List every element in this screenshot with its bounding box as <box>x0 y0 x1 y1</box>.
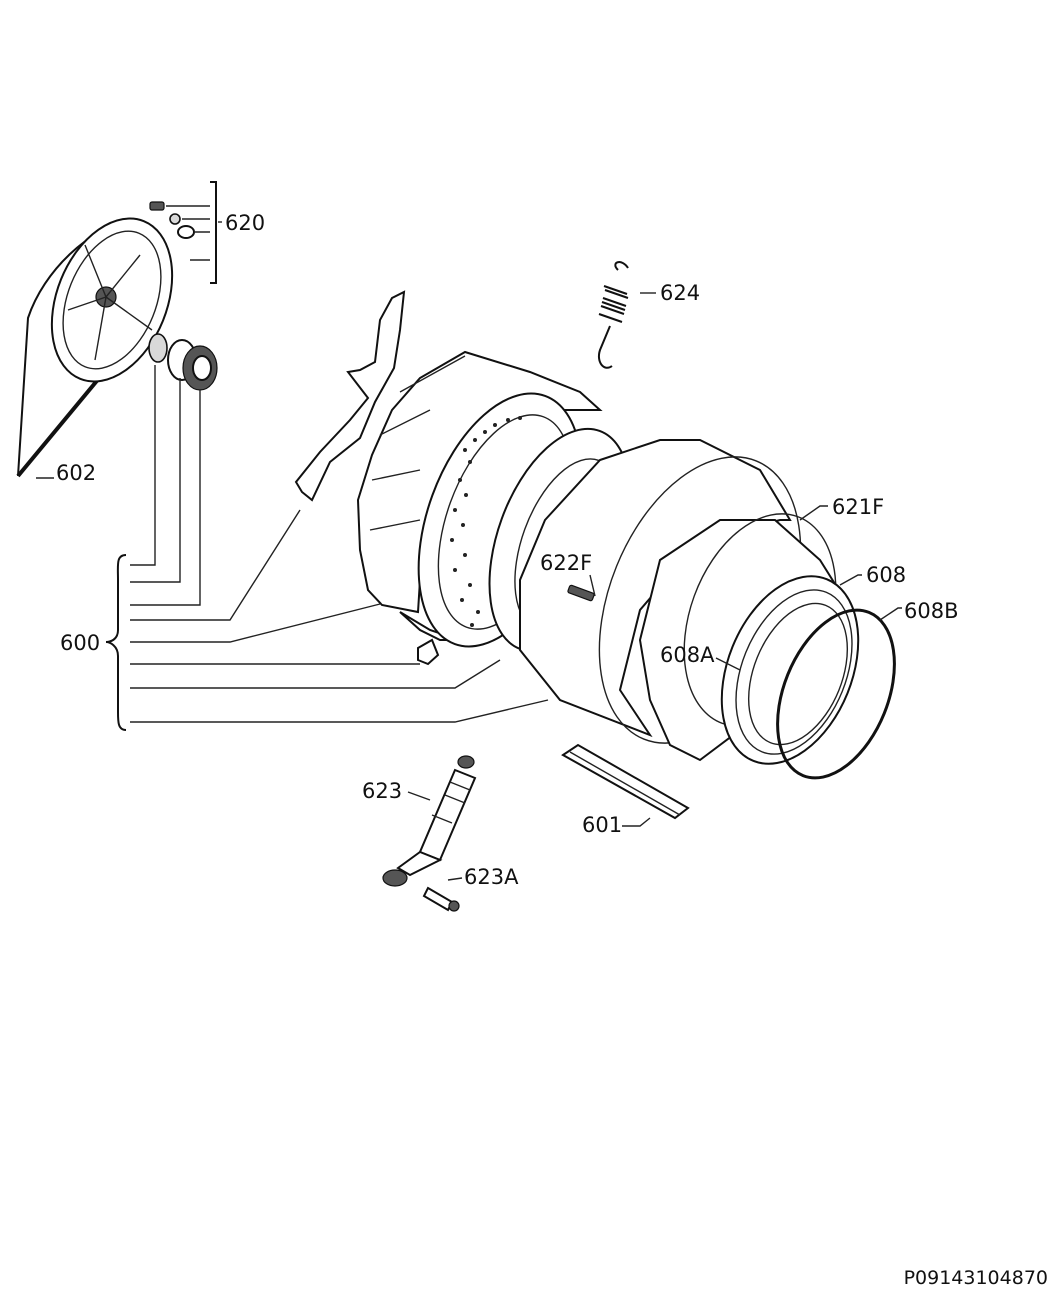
label-601: 601 <box>582 813 622 837</box>
pulley-part-602[interactable] <box>16 201 195 478</box>
label-623A: 623A <box>464 865 519 889</box>
leader-lines <box>36 221 902 881</box>
label-602: 602 <box>56 461 96 485</box>
label-608: 608 <box>866 563 906 587</box>
clamp-ring-608B[interactable] <box>755 593 917 795</box>
tub-clip[interactable] <box>417 638 440 666</box>
reference-code: P09143104870 <box>904 1267 1048 1289</box>
label-623: 623 <box>362 779 402 803</box>
pin-623A[interactable] <box>422 886 460 912</box>
drum-perforations <box>450 416 522 627</box>
label-600: 600 <box>60 631 100 655</box>
label-622F: 622F <box>540 551 592 575</box>
label-621F: 621F <box>832 495 884 519</box>
spring-part-624[interactable] <box>598 261 629 369</box>
label-608B: 608B <box>904 599 959 623</box>
shock-absorber-623[interactable] <box>382 755 477 887</box>
bracket-600 <box>105 365 549 731</box>
counterweight-601[interactable] <box>561 743 690 820</box>
label-624: 624 <box>660 281 700 305</box>
bolt-622F[interactable] <box>567 584 595 602</box>
label-608A: 608A <box>660 643 715 667</box>
screw-washer-group-620[interactable] <box>149 181 217 284</box>
label-620: 620 <box>225 211 265 235</box>
bearing-set[interactable] <box>148 333 218 391</box>
